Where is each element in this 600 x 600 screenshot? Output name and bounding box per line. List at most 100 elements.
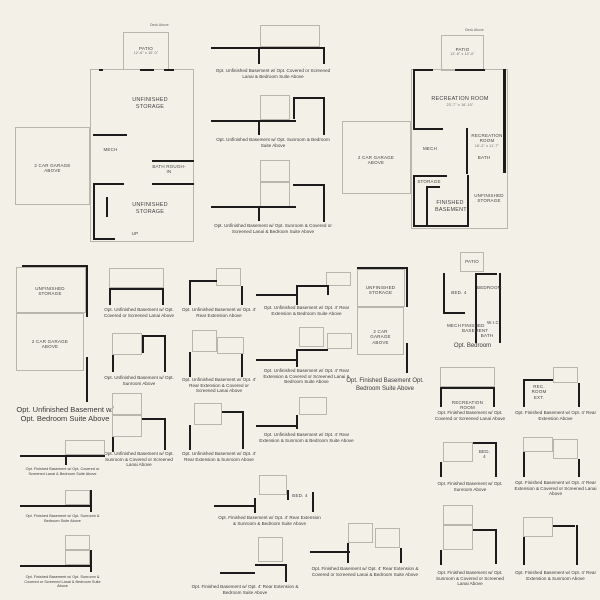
garage-outline — [357, 307, 404, 355]
unfinished-storage-bottom: UNFINISHED STORAGE — [132, 202, 168, 215]
wall — [413, 69, 433, 71]
extension-outline — [553, 367, 578, 383]
option-plan: Opt. Finished Basement w/ Opt. Sunroom &… — [15, 535, 105, 595]
wall — [258, 47, 260, 64]
patio-outline — [460, 252, 484, 272]
option-plan: Opt. Unfinished Basement w/ Opt. 4' Rear… — [182, 398, 256, 468]
wall — [475, 273, 497, 275]
wall — [440, 387, 495, 389]
wall — [256, 294, 296, 296]
wall — [258, 206, 260, 221]
sunroom-outline — [299, 397, 327, 415]
garage-label: 2 CAR GARAGE ABOVE — [370, 329, 391, 345]
recreation-room-label: RECREATION ROOM — [451, 400, 484, 411]
sunroom-outline — [194, 403, 222, 425]
option-caption: Opt. Bedroom — [453, 343, 492, 349]
storage-outline — [357, 269, 405, 307]
wall — [256, 359, 296, 361]
option-caption: Opt. Finished Basement w/ Opt. 4' Rear E… — [191, 584, 299, 595]
wall — [211, 206, 296, 208]
option-plan: Opt. Finished Basement w/ Opt. Covered o… — [15, 440, 105, 485]
wall — [413, 175, 415, 227]
option-caption: Opt. Finished Basement w/ Opt. 4' Rear E… — [311, 566, 419, 577]
wall — [426, 186, 440, 188]
option-caption: Opt. Finished Basement w/ Opt. Sunroom &… — [24, 575, 101, 589]
deck-above-note: Deck Above — [150, 23, 169, 27]
option-plan: Opt. Finished Basement w/ Opt. 4' Rear E… — [515, 437, 598, 507]
option-caption: Opt. Finished Basement w/ Opt. Covered o… — [434, 410, 506, 421]
lanai-outline — [443, 505, 473, 525]
wall — [20, 455, 105, 457]
option-caption: Opt. Unfinished Basement w/ Opt. 4' Rear… — [181, 377, 257, 394]
option-plan: Opt. Finished Basement w/ Opt. 4' Rear E… — [515, 515, 598, 600]
recreation-room-2-label: RECREATION ROOM 16'-2" x 11'-7" — [471, 133, 503, 148]
wall — [523, 537, 525, 565]
main-finished-plan: Deck Above PATIO 12'-6" x 10'-0" RECREAT… — [340, 20, 520, 250]
sunroom-outline — [65, 550, 90, 565]
wall — [90, 550, 92, 572]
wic-label: W.I.C. — [487, 320, 501, 325]
option-caption: Opt. Unfinished Basement w/ Opt. Sunroom… — [104, 451, 174, 468]
wall — [576, 525, 578, 565]
wall — [523, 452, 525, 477]
lanai-outline — [217, 337, 244, 354]
wall — [86, 265, 88, 317]
wall — [503, 69, 506, 173]
option-plan: UNFINISHED STORAGE 2 CAR GARAGE ABOVE Op… — [10, 262, 114, 423]
deck-above-note: Deck Above — [465, 28, 484, 32]
wall — [241, 286, 243, 305]
bed-label: BED. 4 — [451, 290, 467, 295]
lanai-outline — [553, 439, 578, 459]
bed-label: BED. 4 — [478, 449, 491, 460]
wall — [293, 97, 323, 99]
bath-label: BATH — [477, 155, 491, 160]
extension-outline — [348, 523, 373, 543]
wall — [440, 462, 442, 477]
option-caption: Opt. Unfinished Basement w/ Opt. Sunroom… — [104, 375, 174, 386]
storage-label: UNFINISHED STORAGE — [365, 285, 396, 296]
lanai-outline — [109, 268, 164, 288]
wall — [323, 47, 325, 64]
wall — [93, 183, 124, 185]
option-plan: Opt. Finished Basement w/ Opt. Sunroom &… — [435, 502, 505, 597]
wall — [287, 490, 289, 500]
wall — [285, 564, 287, 582]
wall — [164, 418, 166, 450]
wall — [400, 548, 402, 563]
garage-label: 2 CAR GARAGE ABOVE — [31, 339, 69, 350]
extension-outline — [192, 330, 217, 352]
wall — [413, 225, 469, 227]
wall — [164, 335, 166, 372]
wall — [109, 288, 164, 290]
patio-label: PATIO 12'-6" x 10'-0" — [450, 47, 475, 57]
wall — [553, 525, 575, 527]
option-caption: Opt. Finished Basement w/ Opt. Sunroom &… — [436, 570, 504, 587]
option-plan: Opt. Unfinished Basement w/ Opt. Covered… — [208, 20, 338, 88]
wall — [473, 529, 495, 531]
wall — [466, 128, 468, 174]
garage-label: 2 CAR GARAGE ABOVE — [357, 155, 395, 166]
option-plan: Opt. Finished Basement w/ Opt. 4' Rear E… — [180, 537, 310, 597]
option-plan: BED. 4 Opt. Finished Basement w/ Opt. Su… — [435, 437, 505, 502]
sunroom-outline — [443, 525, 473, 550]
lanai-outline — [327, 333, 352, 349]
wall — [20, 565, 90, 567]
option-caption: Opt. Finished Basement w/ Opt. 4' Rear E… — [218, 515, 321, 526]
sunroom-outline — [260, 95, 290, 120]
sunroom-outline — [259, 475, 287, 495]
finished-basement-label: FINISHED BASEMENT — [435, 200, 467, 213]
wall — [443, 312, 465, 314]
wall — [112, 355, 114, 372]
wall — [357, 267, 407, 269]
wall — [499, 273, 501, 343]
wall — [455, 69, 485, 71]
wall — [426, 186, 428, 226]
recreation-room-label: RECREATION ROOM 23'-7" x 16'-10" — [431, 96, 489, 107]
wall — [142, 335, 144, 353]
sunroom-outline — [112, 415, 142, 437]
wall — [222, 411, 244, 413]
bedroom-label: BEDROOM — [477, 285, 502, 290]
option-caption: Opt. Unfinished Basement w/ Opt. Sunroom… — [216, 137, 330, 148]
option-plan: Opt. Unfinished Basement w/ Opt. Sunroom… — [208, 95, 338, 150]
extension-outline — [299, 327, 324, 347]
